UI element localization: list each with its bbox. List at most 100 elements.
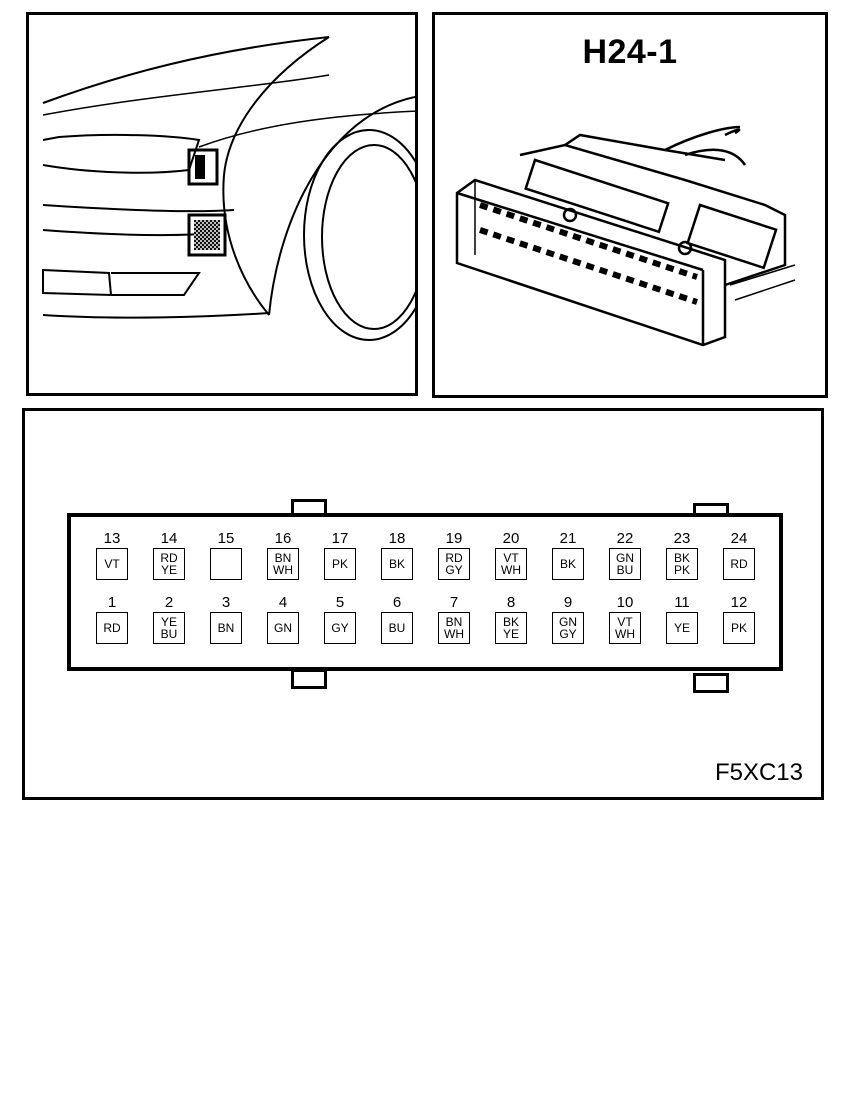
pin-15: 15 xyxy=(203,531,249,580)
pin-cavity: YE xyxy=(666,612,698,644)
wire-color-code: BK xyxy=(673,551,690,565)
connector-view-panel: H24-1 xyxy=(432,12,828,398)
wire-color-code: GN xyxy=(616,551,634,565)
wire-color-code: PK xyxy=(730,621,747,635)
pin-number: 21 xyxy=(559,530,577,547)
pin-number: 10 xyxy=(616,594,634,611)
pin-cavity: BN xyxy=(210,612,242,644)
pin-number: 15 xyxy=(217,530,235,547)
pin-number: 9 xyxy=(563,594,573,611)
pin-number: 5 xyxy=(335,594,345,611)
pin-number: 8 xyxy=(506,594,516,611)
wire-color-code: VT xyxy=(503,551,519,565)
wire-color-code: WH xyxy=(273,563,293,577)
wire-color-code: BK xyxy=(502,615,519,629)
wire-color-code: GY xyxy=(559,627,577,641)
wire-color-code: RD xyxy=(445,551,463,565)
pin-cavity: RD xyxy=(96,612,128,644)
wire-color-code: WH xyxy=(615,627,635,641)
wire-color-code: BU xyxy=(160,627,178,641)
pin-number: 16 xyxy=(274,530,292,547)
pin-number: 11 xyxy=(674,594,690,611)
wire-color-code: BU xyxy=(388,621,406,635)
pin-cavity: BK xyxy=(552,548,584,580)
pin-number: 12 xyxy=(730,594,748,611)
wire-color-code: BK xyxy=(388,557,405,571)
pin-number: 20 xyxy=(502,530,520,547)
latch-tab-bottom-left xyxy=(291,669,327,689)
connector-title: H24-1 xyxy=(582,33,678,71)
pin-number: 17 xyxy=(331,530,349,547)
pin-number: 6 xyxy=(392,594,402,611)
pin-number: 19 xyxy=(445,530,463,547)
wire-color-code: BN xyxy=(274,551,292,565)
wire-color-code: PK xyxy=(331,557,348,571)
wire-color-code: GN xyxy=(559,615,577,629)
pin-number: 14 xyxy=(160,530,178,547)
pin-number: 23 xyxy=(673,530,691,547)
pin-cavity: GN xyxy=(267,612,299,644)
pin-number: 18 xyxy=(388,530,406,547)
wire-color-code: WH xyxy=(444,627,464,641)
pin-number: 1 xyxy=(107,594,117,611)
pin-number: 13 xyxy=(103,530,121,547)
wire-color-code: RD xyxy=(730,557,748,571)
wire-color-code: GY xyxy=(331,621,349,635)
pin-cavity: GY xyxy=(324,612,356,644)
wire-color-code: RD xyxy=(103,621,121,635)
wire-color-code: YE xyxy=(673,621,690,635)
pin-number: 3 xyxy=(221,594,231,611)
pin-cavity: RD xyxy=(723,548,755,580)
wire-color-code: YE xyxy=(160,563,177,577)
pin-number: 4 xyxy=(278,594,288,611)
pin-number: 24 xyxy=(730,530,748,547)
wire-color-code: BN xyxy=(217,621,235,635)
wire-color-code: RD xyxy=(160,551,178,565)
wire-color-code: WH xyxy=(501,563,521,577)
vehicle-front-illustration xyxy=(42,36,415,341)
pin-cavity: PK xyxy=(324,548,356,580)
pin-cavity: BK xyxy=(381,548,413,580)
pin-cavity xyxy=(210,548,242,580)
wire-color-code: BU xyxy=(616,563,634,577)
wire-color-code: GN xyxy=(274,621,292,635)
wire-color-code: BN xyxy=(445,615,463,629)
pin-cavity: PK xyxy=(723,612,755,644)
wire-color-code: PK xyxy=(673,563,690,577)
connector-perspective-illustration xyxy=(455,125,796,347)
wire-color-code: BK xyxy=(559,557,576,571)
wire-color-code: YE xyxy=(502,627,519,641)
pin-cavity: VT xyxy=(96,548,128,580)
